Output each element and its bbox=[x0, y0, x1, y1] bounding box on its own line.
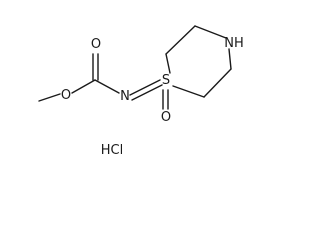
bond-ring-top-nh bbox=[194, 25, 227, 39]
counterion-label: HCl bbox=[101, 143, 123, 158]
bond-methyl-oxygen bbox=[38, 93, 61, 102]
bond-ring-right-bottom bbox=[203, 68, 232, 98]
molecule-structure: O O N S O NH HCl bbox=[38, 25, 244, 158]
atom-label-oxygen-ester: O bbox=[61, 88, 71, 103]
bond-ring-s-upper bbox=[165, 53, 171, 74]
bond-layer bbox=[38, 25, 232, 110]
atom-label-sulfur: S bbox=[162, 73, 170, 88]
atom-label-oxygen-sulfonyl: O bbox=[161, 110, 171, 125]
bond-imine-sulfur-double-a bbox=[129, 79, 161, 96]
molecule-canvas: O O N S O NH HCl bbox=[38, 25, 244, 158]
atom-label-oxygen-carbonyl: O bbox=[91, 37, 101, 52]
bond-imine-sulfur-double-b bbox=[131, 84, 163, 101]
bond-ring-upper-top bbox=[165, 25, 196, 55]
atom-label-nh: NH bbox=[224, 36, 244, 51]
atom-label-layer: O O N S O NH bbox=[61, 36, 244, 125]
bond-carbonyl-nitrogen bbox=[94, 79, 120, 94]
bond-ring-nh-right bbox=[228, 48, 232, 70]
bond-oxygen-carbonyl bbox=[71, 79, 96, 94]
bond-ring-bottom-s bbox=[172, 85, 205, 98]
atom-label-nitrogen-imine: N bbox=[120, 89, 130, 104]
